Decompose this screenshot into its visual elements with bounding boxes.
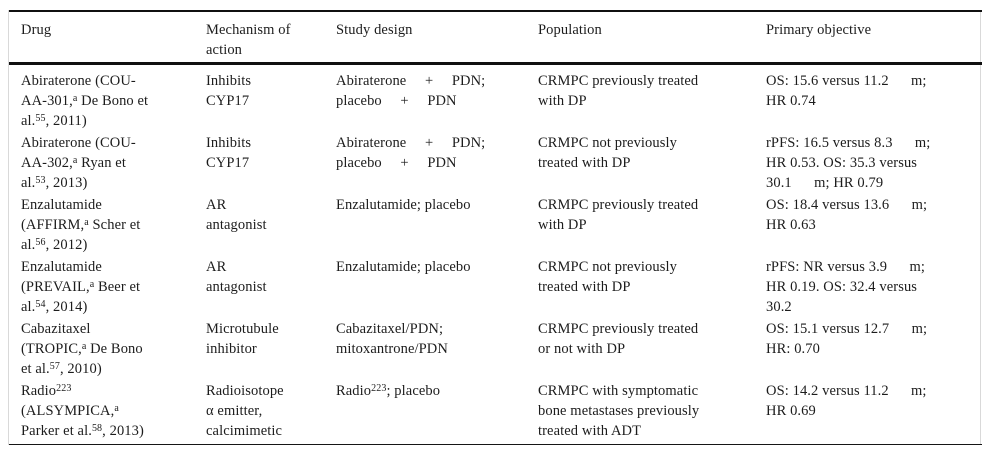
cell-primary-objective: OS: 18.4 versus 13.6 m; HR 0.63	[766, 197, 928, 233]
cell-mechanism: AR antagonist	[206, 259, 267, 295]
column-header-primary-objective: Primary objective	[766, 10, 982, 65]
table-row: Cabazitaxel (TROPIC,a De Bono et al.57, …	[9, 317, 982, 379]
cell-drug: Abiraterone (COU- AA-302,a Ryan et al.53…	[21, 135, 136, 191]
cell-population: CRMPC not previously treated with DP	[538, 259, 677, 295]
column-header-population: Population	[538, 10, 766, 65]
cell-primary-objective: OS: 15.6 versus 11.2 m; HR 0.74	[766, 73, 927, 109]
cell-population: CRMPC not previously treated with DP	[538, 135, 677, 171]
table-row: Abiraterone (COU- AA-302,a Ryan et al.53…	[9, 131, 982, 193]
clinical-trials-table-wrapper: Drug Mechanism of action Study design Po…	[8, 10, 982, 445]
cell-drug: Abiraterone (COU- AA-301,a De Bono et al…	[21, 73, 149, 129]
cell-primary-objective: OS: 15.1 versus 12.7 m; HR: 0.70	[766, 321, 928, 357]
cell-primary-objective: OS: 14.2 versus 11.2 m; HR 0.69	[766, 383, 927, 419]
cell-drug: Enzalutamide (PREVAIL,a Beer et al.54, 2…	[21, 259, 141, 315]
cell-mechanism: Inhibits CYP17	[206, 135, 252, 171]
cell-study-design: Enzalutamide; placebo	[336, 259, 471, 275]
table-row: Abiraterone (COU- AA-301,a De Bono et al…	[9, 64, 982, 132]
cell-study-design: Abiraterone + PDN; placebo + PDN	[336, 73, 486, 109]
cell-drug: Enzalutamide (AFFIRM,a Scher et al.56, 2…	[21, 197, 141, 253]
cell-study-design: Radio223; placebo	[336, 382, 441, 399]
column-header-study-design: Study design	[336, 10, 538, 65]
cell-population: CRMPC previously treated with DP	[538, 197, 699, 233]
clinical-trials-table: Drug Mechanism of action Study design Po…	[9, 10, 982, 445]
cell-drug: Cabazitaxel (TROPIC,a De Bono et al.57, …	[21, 321, 143, 377]
cell-drug: Radio223 (ALSYMPICA,a Parker et al.58, 2…	[21, 382, 144, 439]
header-row: Drug Mechanism of action Study design Po…	[9, 10, 982, 65]
cell-population: CRMPC previously treated or not with DP	[538, 321, 699, 357]
cell-mechanism: AR antagonist	[206, 197, 267, 233]
column-header-mechanism: Mechanism of action	[206, 10, 336, 65]
cell-mechanism: Radioisotope α emitter, calcimimetic	[206, 383, 284, 439]
table-header: Drug Mechanism of action Study design Po…	[9, 10, 982, 65]
cell-primary-objective: rPFS: NR versus 3.9 m; HR 0.19. OS: 32.4…	[766, 259, 925, 315]
table-row: Radio223 (ALSYMPICA,a Parker et al.58, 2…	[9, 379, 982, 445]
cell-population: CRMPC with symptomatic bone metastases p…	[538, 383, 700, 439]
cell-mechanism: Microtubule inhibitor	[206, 321, 279, 357]
cell-study-design: Enzalutamide; placebo	[336, 197, 471, 213]
column-header-drug: Drug	[9, 10, 206, 65]
cell-primary-objective: rPFS: 16.5 versus 8.3 m; HR 0.53. OS: 35…	[766, 135, 931, 191]
cell-study-design: Abiraterone + PDN; placebo + PDN	[336, 135, 486, 171]
cell-study-design: Cabazitaxel/PDN; mitoxantrone/PDN	[336, 321, 448, 357]
table-row: Enzalutamide (AFFIRM,a Scher et al.56, 2…	[9, 193, 982, 255]
table-body: Abiraterone (COU- AA-301,a De Bono et al…	[9, 64, 982, 445]
table-row: Enzalutamide (PREVAIL,a Beer et al.54, 2…	[9, 255, 982, 317]
cell-mechanism: Inhibits CYP17	[206, 73, 252, 109]
cell-population: CRMPC previously treated with DP	[538, 73, 699, 109]
